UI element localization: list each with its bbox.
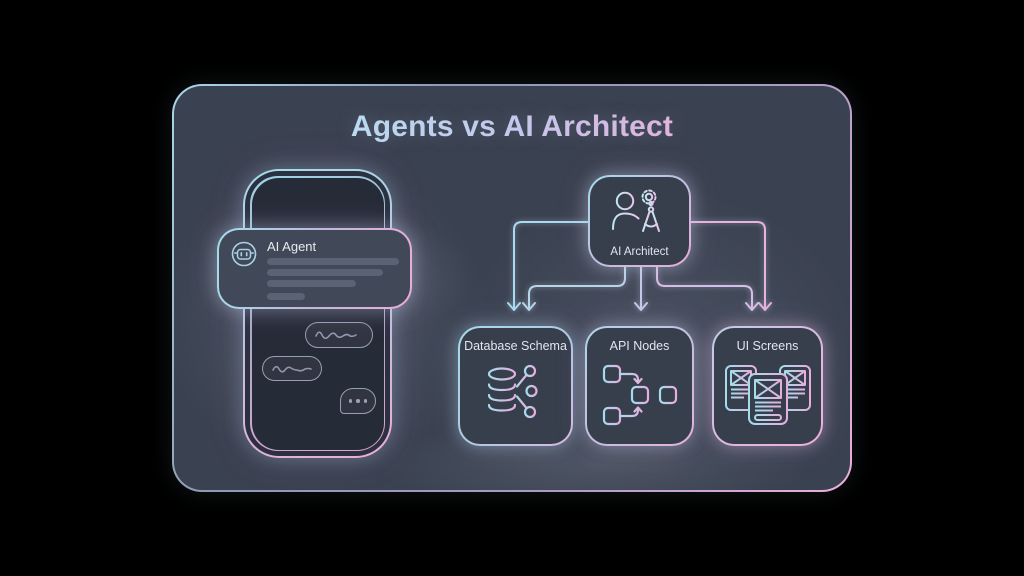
squiggle-text-icon xyxy=(272,365,312,373)
api-nodes-node: API Nodes xyxy=(585,326,694,446)
api-nodes-icon xyxy=(602,362,678,428)
api-nodes-label: API Nodes xyxy=(609,339,670,353)
ui-screens-label: UI Screens xyxy=(736,339,799,353)
database-schema-icon xyxy=(485,362,547,426)
phone-screen xyxy=(251,177,384,450)
ai-architect-node: AI Architect xyxy=(588,175,691,267)
typing-dots-icon xyxy=(348,399,368,403)
chat-bubble-typing xyxy=(340,388,376,414)
squiggle-text-icon xyxy=(315,331,357,340)
ai-architect-node-surface: AI Architect xyxy=(590,177,689,265)
robot-icon xyxy=(230,240,258,273)
database-schema-label: Database Schema xyxy=(464,339,567,353)
ai-agent-label: AI Agent xyxy=(267,239,317,254)
diagram-title: Agents vs AI Architect xyxy=(172,110,852,144)
skeleton-text-line xyxy=(267,258,399,265)
phone-mockup xyxy=(243,169,392,458)
ui-screens-node-surface: UI Screens xyxy=(714,328,821,444)
database-schema-node-surface: Database Schema xyxy=(460,328,571,444)
skeleton-text-line xyxy=(267,293,305,300)
ai-agent-card: AI Agent xyxy=(217,228,412,309)
database-schema-node: Database Schema xyxy=(458,326,573,446)
ai-agent-card-surface: AI Agent xyxy=(219,230,410,307)
ui-screens-icon xyxy=(724,362,812,426)
api-nodes-node-surface: API Nodes xyxy=(587,328,692,444)
chat-bubble-squiggle-2 xyxy=(262,356,322,381)
ai-architect-label: AI Architect xyxy=(610,246,669,258)
ui-screens-node: UI Screens xyxy=(712,326,823,446)
phone-frame xyxy=(245,171,390,456)
architect-person-gear-compass-icon xyxy=(611,188,671,242)
chat-bubble-squiggle-1 xyxy=(305,322,373,348)
skeleton-text-line xyxy=(267,269,383,276)
phone-screen-border xyxy=(250,176,385,451)
skeleton-text-line xyxy=(267,280,356,287)
